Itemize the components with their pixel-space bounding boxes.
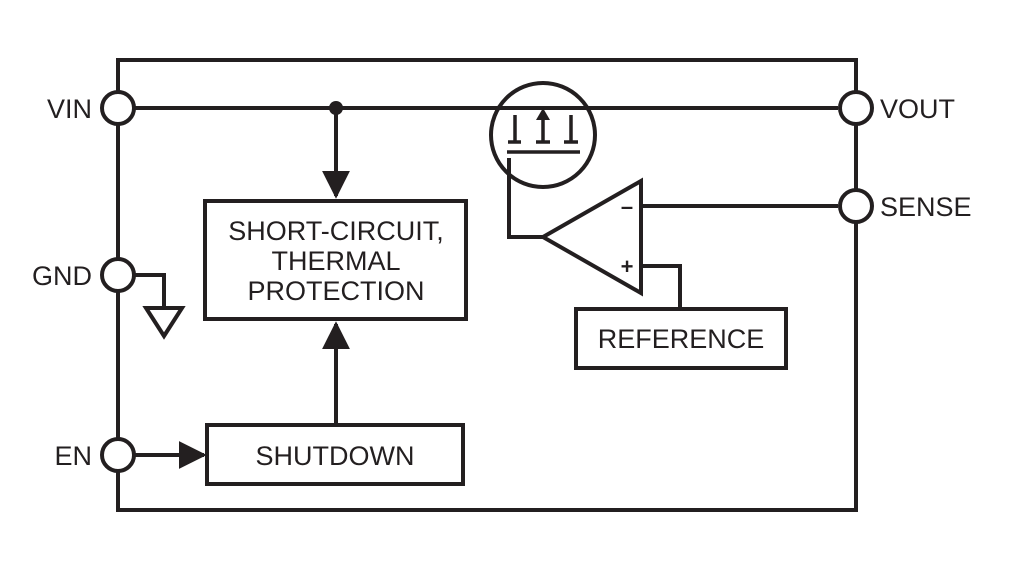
shutdown-label: SHUTDOWN [256,441,415,471]
vin-pin [100,90,136,126]
en-pin [100,437,136,473]
gnd-label: GND [32,261,92,291]
protection-label-line-2: THERMAL [271,246,400,276]
amp-minus-sign: – [621,194,633,219]
sense-pin [838,188,874,224]
op-amp-triangle-icon [538,177,643,297]
ground-symbol-icon [142,306,186,340]
pmos-transistor-icon [489,81,597,189]
amp-plus-sign: + [621,254,634,279]
reference-wire [641,264,682,309]
reference-label: REFERENCE [598,324,765,354]
protection-label-line-3: PROTECTION [247,276,424,306]
chip-outline [116,58,858,512]
transistor-internals [507,115,580,154]
gnd-wire [134,273,166,308]
amp-output-to-gate [507,158,543,239]
vout-pin [838,90,874,126]
sense-label: SENSE [880,192,972,222]
transistor-arrow-icon [536,108,550,120]
vin-junction-dot [329,101,343,115]
vin-label: VIN [47,94,92,124]
en-label: EN [54,441,92,471]
gnd-pin [100,257,136,293]
shutdown-block [205,423,465,486]
vout-label: VOUT [880,94,955,124]
protection-label-line-1: SHORT-CIRCUIT, [228,216,444,246]
protection-block [203,199,468,321]
